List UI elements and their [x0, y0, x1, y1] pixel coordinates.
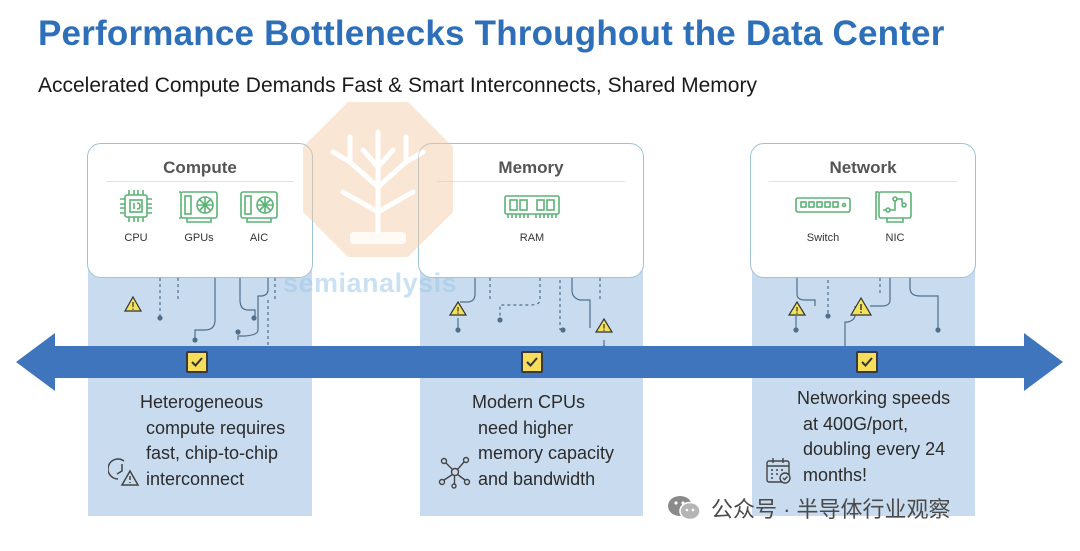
memory-card: Memory RAM	[418, 143, 644, 278]
device-switch: Switch	[793, 186, 853, 244]
divider	[769, 181, 957, 182]
card-title: Network	[829, 158, 897, 177]
wechat-icon	[668, 496, 701, 521]
description-line: compute requires	[146, 417, 286, 438]
description-line: Modern CPUs	[472, 392, 586, 412]
device-label: RAM	[519, 232, 545, 244]
check-icon	[856, 351, 878, 373]
description-line: doubling every 24	[803, 439, 946, 459]
accelerator-card-icon	[240, 191, 278, 223]
description-line: Networking speeds	[797, 388, 951, 408]
network-switch-icon	[795, 197, 851, 213]
wechat-account-label: 公众号 · 半导体行业观察	[667, 492, 951, 524]
ram-module-icon	[504, 195, 560, 218]
description-line: need higher	[478, 417, 574, 438]
description-line: Heterogeneous	[140, 392, 264, 412]
compute-description: Heterogeneous compute requires fast, chi…	[140, 390, 285, 492]
description-line: months!	[803, 464, 868, 485]
cpu-chip-icon	[120, 190, 152, 222]
device-ram: RAM	[502, 186, 562, 244]
network-card: Network Switch NIC	[750, 143, 976, 278]
device-aic: AIC	[229, 186, 289, 244]
divider	[106, 181, 294, 182]
gpu-card-icon	[179, 191, 218, 223]
device-gpus: GPUs	[169, 186, 229, 244]
device-label: CPU	[124, 232, 148, 244]
memory-description: Modern CPUs need higher memory capacity …	[472, 390, 614, 492]
description-line: memory capacity	[478, 443, 615, 463]
semianalysis-logo-icon	[303, 102, 453, 257]
page-title: Performance Bottlenecks Throughout the D…	[38, 14, 945, 53]
clock-warning-icon	[108, 458, 140, 486]
card-title: Compute	[163, 158, 237, 177]
card-title: Memory	[498, 158, 564, 177]
check-icon	[186, 351, 208, 373]
description-line: fast, chip-to-chip	[146, 443, 279, 463]
page-subtitle: Accelerated Compute Demands Fast & Smart…	[38, 74, 757, 97]
device-label: AIC	[249, 232, 269, 244]
device-label: Switch	[806, 232, 840, 244]
device-label: NIC	[885, 232, 905, 244]
divider	[437, 181, 625, 182]
network-graph-icon	[438, 456, 471, 489]
calendar-icon	[766, 458, 791, 484]
network-description: Networking speeds at 400G/port, doubling…	[797, 386, 950, 488]
watermark-text: semianalysis	[283, 268, 458, 298]
wechat-account-text: 公众号 · 半导体行业观察	[711, 497, 951, 522]
device-label: GPUs	[184, 232, 214, 244]
description-line: at 400G/port,	[803, 413, 909, 434]
device-cpu: CPU	[106, 186, 166, 244]
compute-card: Compute CPU GPUs	[87, 143, 313, 278]
description-line: and bandwidth	[478, 468, 596, 489]
check-icon	[521, 351, 543, 373]
nic-card-icon	[875, 191, 912, 223]
description-line: interconnect	[146, 468, 245, 489]
device-nic: NIC	[865, 186, 925, 244]
